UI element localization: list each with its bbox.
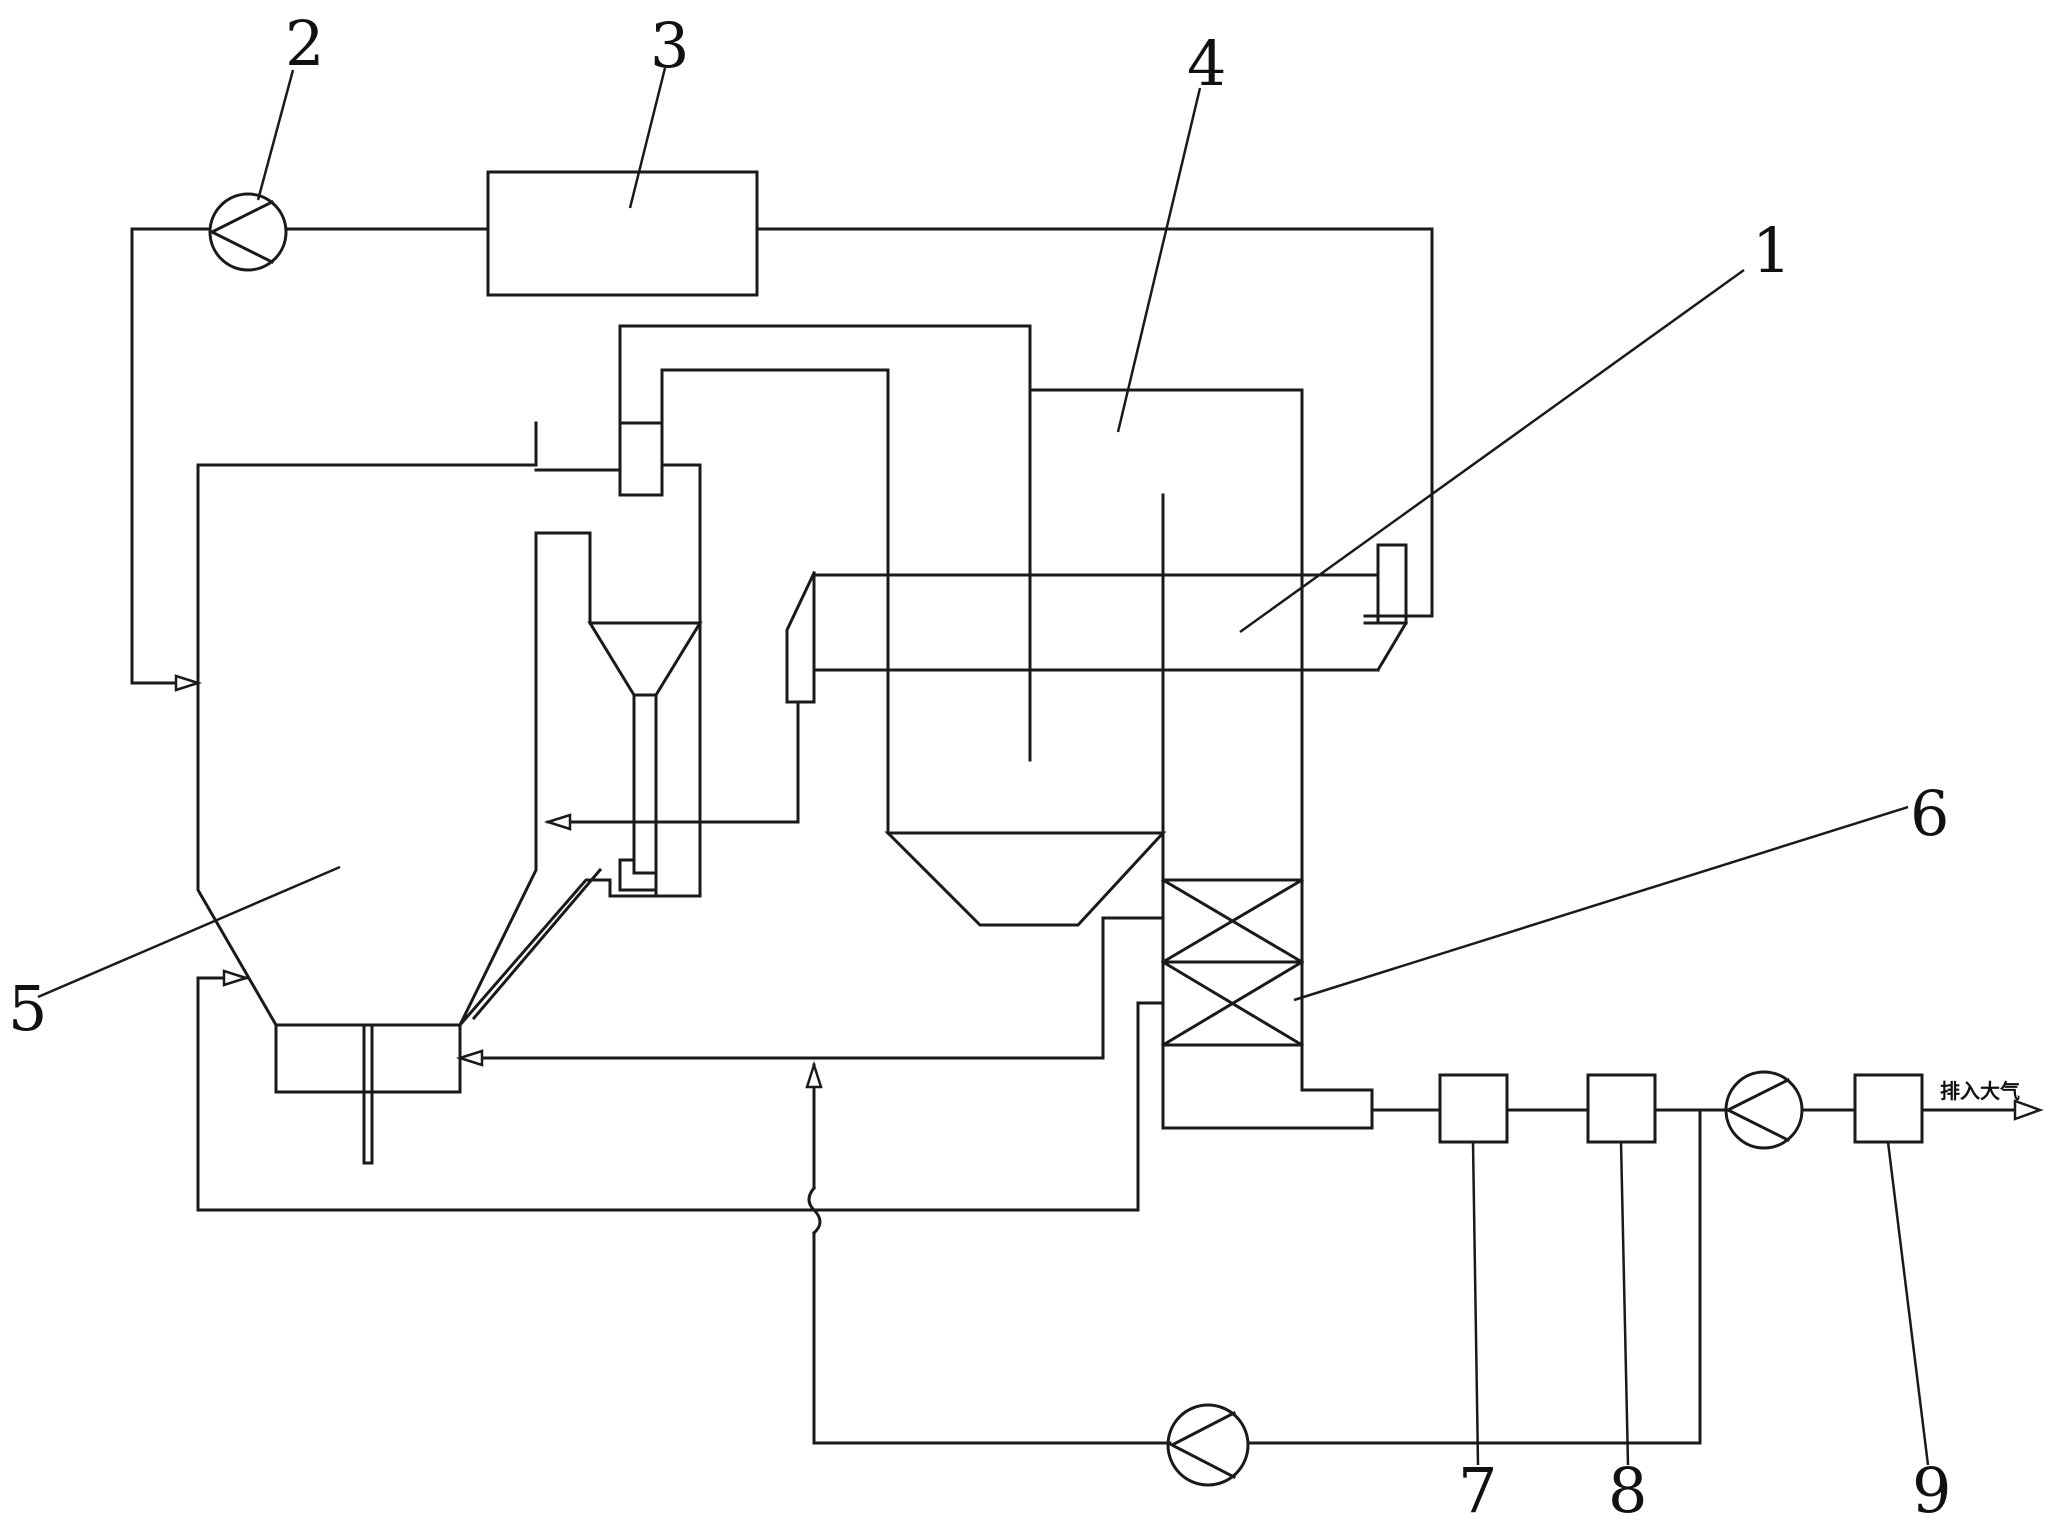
unit-9-box — [1853, 1073, 1924, 1144]
furnace-5 — [196, 421, 592, 1165]
unit-7-box — [1438, 1073, 1509, 1144]
outlet-note: 排入大气 — [1940, 1079, 2020, 1103]
vessel-4 — [884, 388, 1304, 1127]
unit-3-box — [486, 170, 759, 297]
label-7: 7 — [1458, 1454, 1497, 1520]
fan-2-icon — [208, 192, 288, 272]
bottom-recirculation-loop — [805, 1060, 1702, 1445]
top-recirculation-line — [130, 227, 1434, 692]
cyclone-separator — [457, 324, 1032, 1028]
label-4: 4 — [1187, 27, 1226, 100]
label-3: 3 — [650, 9, 689, 82]
fan-bottom-icon — [1166, 1403, 1250, 1487]
leader-lines — [37, 67, 1930, 1466]
label-9: 9 — [1912, 1454, 1951, 1520]
unit-8-box — [1586, 1073, 1657, 1144]
label-6: 6 — [1910, 777, 1949, 850]
reactor-bed-6 — [1160, 877, 1305, 1048]
label-8: 8 — [1608, 1454, 1647, 1520]
outlet-train — [1161, 1073, 2044, 1144]
fan-outlet-icon — [1724, 1070, 1804, 1150]
label-2: 2 — [285, 7, 324, 80]
label-5: 5 — [8, 972, 47, 1045]
label-1: 1 — [1752, 214, 1791, 287]
unit-1 — [543, 543, 1409, 831]
return-lines — [196, 916, 1165, 1212]
